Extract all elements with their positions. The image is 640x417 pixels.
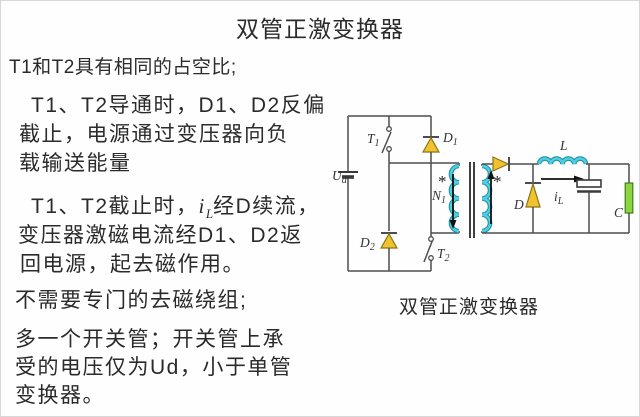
- d2-label: D2: [359, 235, 375, 253]
- text-line-extra-switch-2: 受的电压仅为Ud，小于单管: [15, 356, 293, 379]
- t1-label: T1: [367, 131, 380, 149]
- inductor-current-label: iL: [554, 189, 564, 207]
- circuit-svg: Ud T1 D1 D2 T2 * N1 * D L iL C: [332, 115, 634, 272]
- load-resistor: [624, 164, 634, 233]
- secondary-polarity-mark: *: [493, 172, 502, 191]
- dc-source-rails: [338, 115, 431, 272]
- switch-t1: [381, 116, 392, 231]
- freewheel-diode: [525, 164, 541, 233]
- text-line-no-reset-winding: 不需要专门的去磁绕组;: [15, 289, 248, 312]
- text-line-on-1: T1、T2导通时，D1、D2反偏: [31, 94, 326, 117]
- transformer-core: [469, 162, 475, 238]
- text-line-off-2: 变压器激磁电流经D1、D2返: [18, 224, 303, 247]
- n1-label: N1: [431, 188, 446, 206]
- output-capacitor: [576, 164, 602, 233]
- text-line-on-2: 截止，电源通过变压器向负: [19, 123, 289, 146]
- circuit-diagram: Ud T1 D1 D2 T2 * N1 * D L iL C: [331, 96, 639, 296]
- freewheel-diode-label: D: [513, 197, 524, 212]
- source-label: Ud: [332, 168, 348, 186]
- primary-polarity-mark: *: [438, 172, 447, 191]
- diode-d1: [421, 116, 441, 237]
- transformer: [448, 162, 495, 238]
- text-line-off-3: 回电源，起去磁作用。: [20, 253, 245, 276]
- rectifier-diode: [482, 156, 539, 172]
- text-line-on-3: 载输送能量: [19, 152, 132, 175]
- t2-label: T2: [437, 246, 450, 264]
- switch-t2: [423, 236, 434, 271]
- text-segment: 经D续流，: [213, 195, 320, 218]
- text-line-off-1: T1、T2截止时，iL经D续流，: [31, 194, 320, 222]
- text-line-extra-switch-1: 多一个开关管；开关管上承: [15, 328, 285, 351]
- inductor-current-subscript: L: [205, 206, 214, 222]
- inductor-label: L: [559, 138, 568, 153]
- page-title: 双管正激变换器: [236, 16, 404, 42]
- circuit-caption: 双管正激变换器: [399, 297, 540, 318]
- capacitor-label: C: [614, 205, 624, 220]
- text-line-extra-switch-3: 变换器。: [15, 384, 105, 407]
- inductor-current-symbol: i: [198, 194, 206, 218]
- text-segment: T1、T2截止时，: [31, 195, 199, 218]
- text-line-duty-cycle: T1和T2具有相同的占空比;: [9, 57, 237, 78]
- diode-d2: [379, 232, 399, 271]
- output-inductor: [536, 156, 629, 165]
- d1-label: D1: [442, 130, 458, 148]
